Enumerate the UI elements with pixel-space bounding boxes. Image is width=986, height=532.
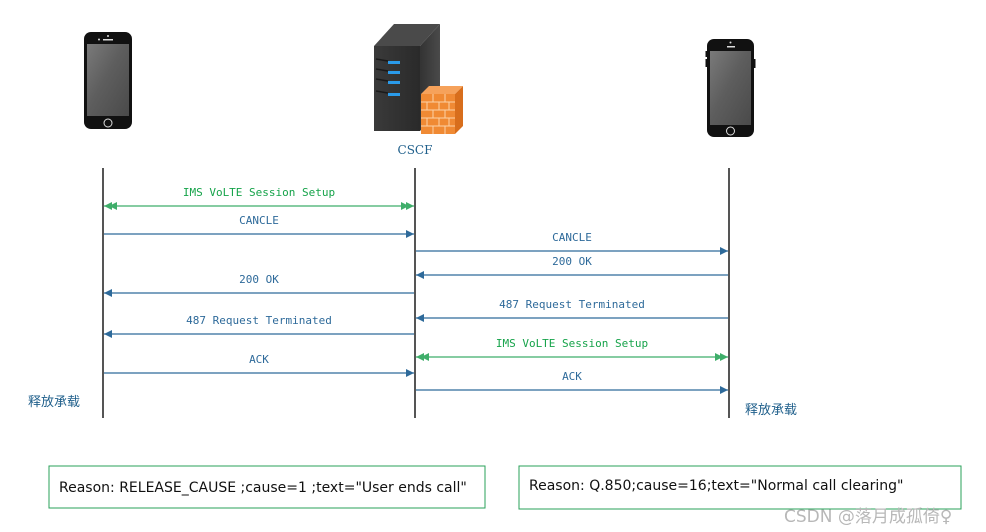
message-label: ACK [249,353,269,366]
signal-message: 487 Request Terminated [104,314,414,338]
signal-message: 200 OK [416,255,728,279]
arrowhead-right-icon [715,353,723,361]
signal-message: CANCLE [104,214,414,238]
message-label: ACK [562,370,582,383]
note-right: Reason: Q.850;cause=16;text="Normal call… [518,465,962,510]
cscf-label: CSCF [398,143,433,157]
signal-message: CANCLE [416,231,728,255]
message-label: CANCLE [239,214,279,227]
arrowhead-left-icon [416,353,424,361]
arrowhead-left-icon [421,353,429,361]
arrowhead-right-icon [720,353,728,361]
message-label: 200 OK [552,255,592,268]
arrowhead-left-icon [416,314,424,322]
arrowhead-left-icon [104,289,112,297]
cscf-server-firewall-icon [374,24,463,134]
signal-message: 200 OK [104,273,414,297]
arrowhead-left-icon [416,271,424,279]
message-label: 487 Request Terminated [499,298,645,311]
message-label: CANCLE [552,231,592,244]
phone-b-icon [705,39,756,137]
note-left: Reason: RELEASE_CAUSE ;cause=1 ;text="Us… [48,465,486,509]
arrowhead-right-icon [406,230,414,238]
arrowhead-left-icon [104,202,112,210]
signal-message: ACK [416,370,728,394]
message-label: 200 OK [239,273,279,286]
signal-message: ACK [104,353,414,377]
session-message: IMS VoLTE Session Setup [104,186,414,210]
note-left-text: Reason: RELEASE_CAUSE ;cause=1 ;text="Us… [59,480,467,496]
arrowhead-right-icon [720,247,728,255]
release-bearer-label-left: 释放承载 [28,395,80,410]
message-label: IMS VoLTE Session Setup [496,337,648,350]
message-label: 487 Request Terminated [186,314,332,327]
arrowhead-right-icon [401,202,409,210]
note-right-text: Reason: Q.850;cause=16;text="Normal call… [529,478,903,494]
phone-a-icon [84,32,132,129]
watermark: CSDN @落月成孤倚♀ [784,507,952,527]
arrowhead-right-icon [406,202,414,210]
session-message: IMS VoLTE Session Setup [416,337,728,361]
arrowhead-right-icon [720,386,728,394]
release-bearer-label-right: 释放承载 [745,403,797,418]
message-label: IMS VoLTE Session Setup [183,186,335,199]
arrowhead-left-icon [109,202,117,210]
arrowhead-right-icon [406,369,414,377]
arrowhead-left-icon [104,330,112,338]
signal-message: 487 Request Terminated [416,298,728,322]
